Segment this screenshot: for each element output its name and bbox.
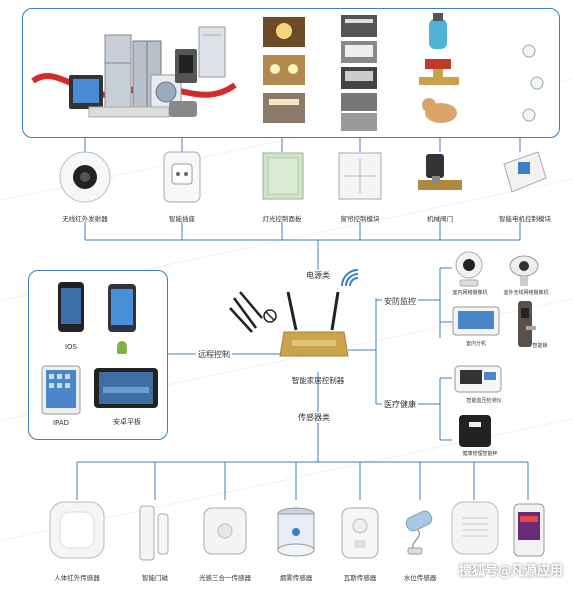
- sensor-label-1: 智能门磁: [142, 574, 168, 582]
- top-device-label-3: 窗帘控制模块: [340, 215, 380, 223]
- security-label-1: 室外无线网络摄像机: [503, 290, 549, 296]
- smoke-sensor-icon: [277, 507, 315, 557]
- motor-module-icon: [503, 151, 547, 193]
- security-label-2: 室内分机: [465, 341, 487, 347]
- wifi-icon: [341, 269, 359, 287]
- ipad-icon: [41, 365, 81, 415]
- sensor-label-2: 光感三合一传感器: [199, 574, 251, 582]
- bulbs-icon: [522, 44, 544, 122]
- smart-socket-icon: [163, 151, 201, 203]
- top-device-label-5: 智能电机控制模块: [499, 215, 551, 223]
- security-label-3: 智能锁: [532, 343, 548, 349]
- smart-lock-icon: [518, 301, 536, 347]
- watermark: 搜狐号@凡源应用: [458, 564, 563, 579]
- mobile-label-0: IOS: [64, 343, 78, 351]
- indoor-camera-icon: [455, 251, 483, 287]
- top-device-label-2: 灯光控制面板: [262, 215, 302, 223]
- gas-sensor-icon: [341, 507, 379, 559]
- signal-antenna-icon: [229, 291, 277, 333]
- door-sensor-icon: [139, 505, 169, 561]
- ir-blaster-icon: [59, 151, 111, 203]
- curtain-switch-icon: [338, 152, 382, 200]
- health-label: 医疗健康: [382, 399, 418, 410]
- power-label: 电源类: [304, 270, 332, 281]
- outdoor-camera-icon: [509, 255, 539, 286]
- top-device-label-0: 无线红外发射器: [62, 215, 108, 223]
- curtain-scene-icon: [341, 15, 377, 131]
- scale-icon: [459, 415, 491, 447]
- security-label-0: 室内网络摄像机: [452, 290, 488, 296]
- intercom-icon: [452, 306, 500, 336]
- mobile-label-2: IPAD: [52, 419, 70, 427]
- iphone-icon: [58, 282, 84, 332]
- android-logo-icon: [117, 341, 127, 354]
- health-label-0: 智能血压检测仪: [466, 398, 502, 404]
- android-phone-icon: [108, 284, 136, 332]
- sensor-label-5: 水位传感器: [403, 574, 437, 582]
- health-label-1: 健康管理智能秤: [462, 451, 498, 457]
- water-sensor-icon: [405, 510, 433, 555]
- mobile-label-3: 安卓平板: [113, 418, 141, 426]
- mobile-devices-panel: IOS IPAD 安卓平板: [28, 270, 168, 440]
- android-tablet-icon: [94, 368, 158, 408]
- air-sensor-icon: [451, 501, 499, 555]
- remote-control-label: 远程控制: [196, 349, 232, 360]
- pir-sensor-icon: [49, 501, 105, 559]
- valve-icon: [418, 154, 462, 190]
- display-sensor-icon: [513, 503, 545, 557]
- light-sensor-icon: [203, 507, 247, 555]
- blood-pressure-icon: [454, 365, 502, 393]
- sensor-category-label: 传感器类: [296, 412, 332, 423]
- sensor-label-0: 人体红外传感器: [54, 574, 100, 582]
- sensor-label-3: 烟雾传感器: [279, 574, 313, 582]
- hub-controller-icon: [279, 291, 349, 357]
- top-device-label-4: 机械阀门: [427, 215, 453, 223]
- appliances-icon: [31, 26, 237, 118]
- top-scene-panel: [22, 8, 560, 138]
- lighting-scene-icon: [263, 17, 305, 123]
- security-label: 安防监控: [382, 296, 418, 307]
- gas-valve-scene-icon: [419, 13, 459, 123]
- sensor-label-4: 瓦斯传感器: [343, 574, 377, 582]
- light-panel-icon: [262, 152, 304, 200]
- top-device-label-1: 智能插座: [169, 215, 195, 223]
- hub-label: 智能家居控制器: [291, 376, 345, 385]
